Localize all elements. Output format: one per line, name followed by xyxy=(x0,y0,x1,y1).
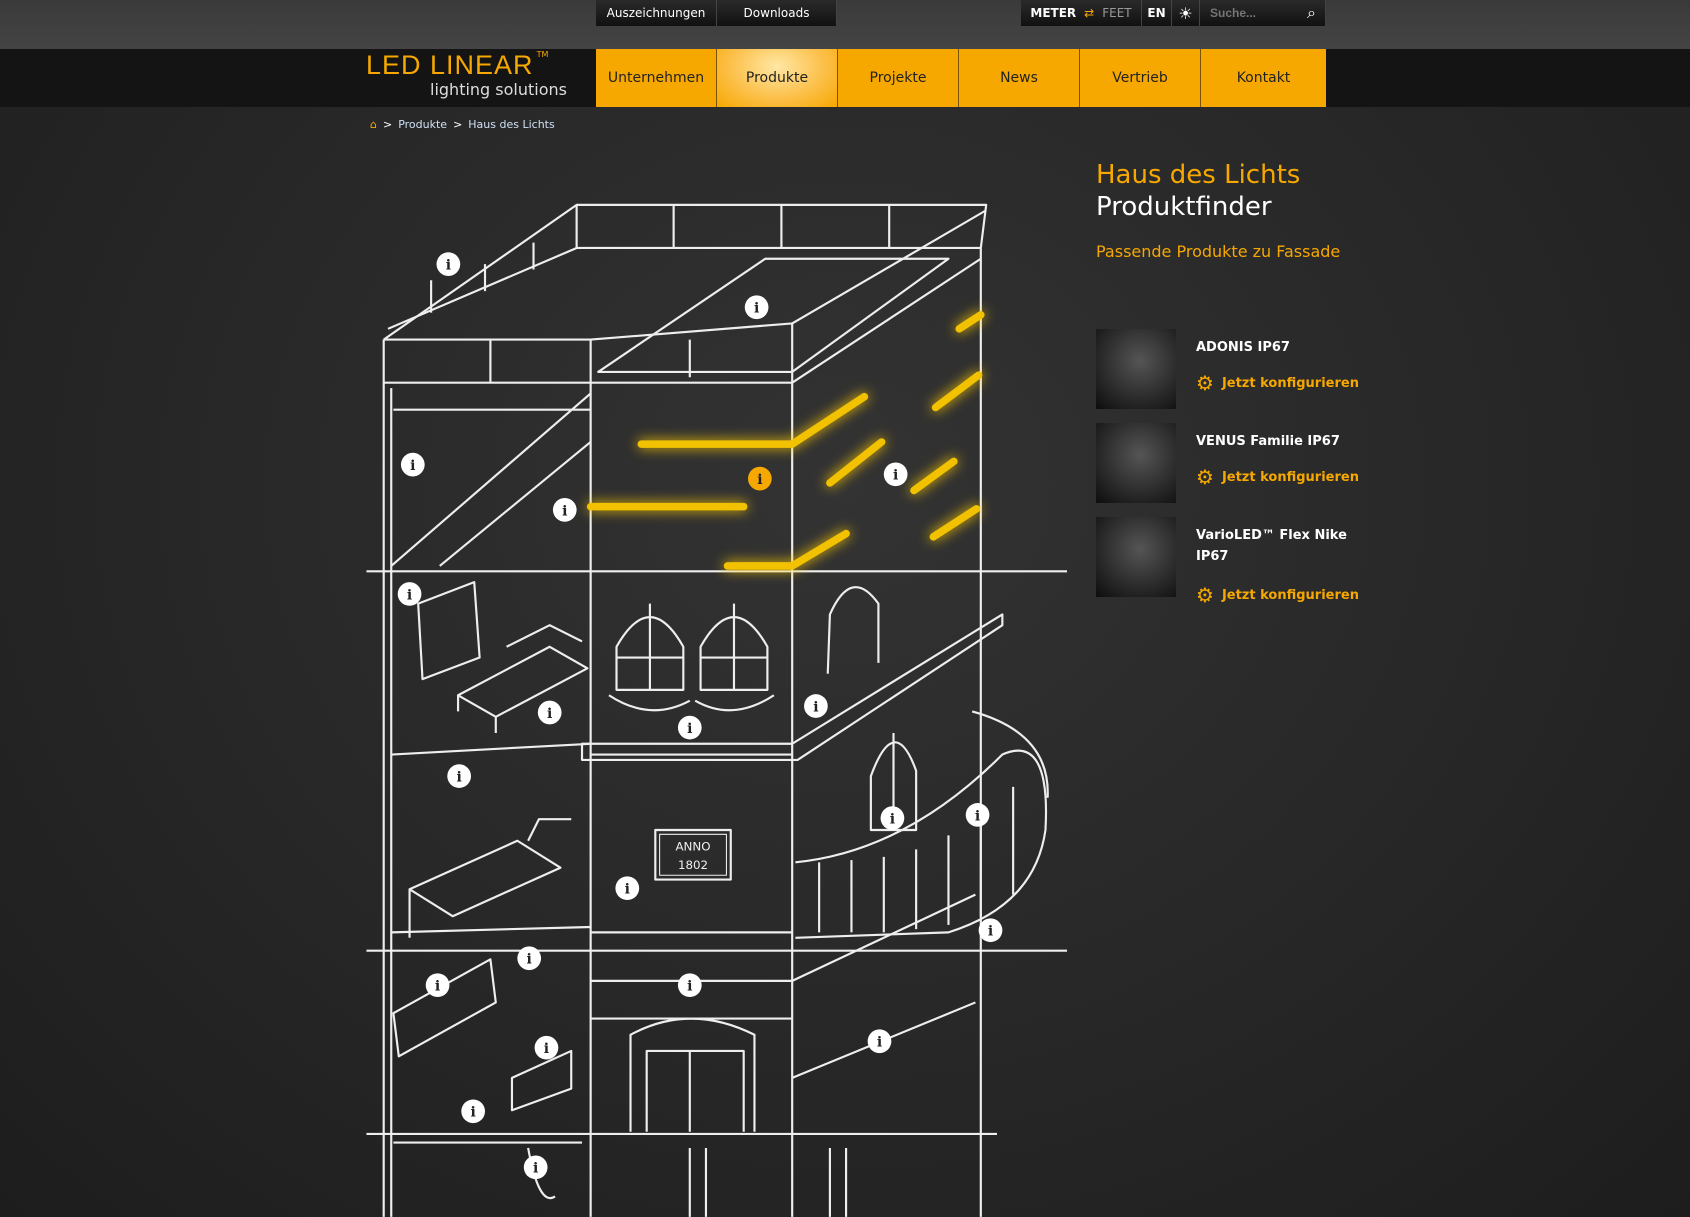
info-hotspot[interactable]: i xyxy=(883,462,908,487)
info-icon: i xyxy=(687,979,692,995)
info-icon: i xyxy=(893,468,898,484)
breadcrumb-produkte[interactable]: Produkte xyxy=(398,118,448,131)
info-hotspot[interactable]: i xyxy=(523,1155,548,1180)
nav-produkte[interactable]: Produkte xyxy=(717,49,838,107)
product-name[interactable]: VENUS Familie IP67 xyxy=(1196,434,1340,449)
logo-tagline: lighting solutions xyxy=(430,80,567,99)
info-icon: i xyxy=(754,301,759,317)
info-icon: i xyxy=(544,1041,549,1057)
configure-label: Jetzt konfigurieren xyxy=(1221,375,1359,391)
configure-link[interactable]: ⚙ Jetzt konfigurieren xyxy=(1196,465,1359,489)
main-nav: Unternehmen Produkte Projekte News Vertr… xyxy=(596,49,1326,107)
info-hotspot[interactable]: i xyxy=(537,700,562,725)
section-heading: Passende Produkte zu Fassade xyxy=(1096,242,1341,261)
configure-link[interactable]: ⚙ Jetzt konfigurieren xyxy=(1196,371,1359,395)
search-icon[interactable]: ⌕ xyxy=(1298,0,1326,26)
info-hotspot[interactable]: i xyxy=(447,764,472,788)
top-bar xyxy=(0,0,1690,49)
home-icon[interactable]: ⌂ xyxy=(370,118,377,131)
swap-arrows-icon: ⇄ xyxy=(1084,6,1095,20)
info-icon: i xyxy=(527,952,532,968)
info-icon: i xyxy=(757,472,762,488)
info-icon: i xyxy=(877,1035,882,1051)
configure-label: Jetzt konfigurieren xyxy=(1221,469,1359,485)
plaque-line1: ANNO xyxy=(675,839,710,853)
awards-link[interactable]: Auszeichnungen xyxy=(596,0,717,26)
info-icon: i xyxy=(547,706,552,722)
info-icon: i xyxy=(456,769,461,785)
product-thumbnail-venus[interactable] xyxy=(1096,423,1176,503)
product-name[interactable]: VarioLED™ Flex Nike IP67 xyxy=(1196,528,1347,564)
product-thumbnail-adonis[interactable] xyxy=(1096,329,1176,409)
nav-projekte[interactable]: Projekte xyxy=(838,49,959,107)
info-icon: i xyxy=(687,721,692,737)
info-hotspot[interactable]: i xyxy=(400,452,425,477)
breadcrumb-current: Haus des Lichts xyxy=(468,118,555,131)
info-icon: i xyxy=(975,808,980,824)
product-name[interactable]: ADONIS IP67 xyxy=(1196,340,1290,355)
info-hotspot[interactable]: i xyxy=(880,806,905,830)
meter-label[interactable]: METER xyxy=(1030,6,1077,20)
logo[interactable]: LED LINEAR TM lighting solutions xyxy=(366,50,586,100)
info-icon: i xyxy=(407,587,412,603)
info-icon: i xyxy=(533,1161,538,1177)
info-icon: i xyxy=(410,458,415,474)
info-hotspot[interactable]: i xyxy=(425,973,450,998)
info-hotspot[interactable]: i xyxy=(534,1035,559,1060)
breadcrumb-separator: > xyxy=(453,118,463,131)
nav-kontakt[interactable]: Kontakt xyxy=(1201,49,1326,107)
info-hotspot[interactable]: i xyxy=(436,252,461,276)
info-icon: i xyxy=(562,503,567,519)
nav-unternehmen[interactable]: Unternehmen xyxy=(596,49,717,107)
logo-wordmark: LED LINEAR TM xyxy=(366,50,586,80)
product-thumbnail-varioled[interactable] xyxy=(1096,517,1176,597)
nav-vertrieb[interactable]: Vertrieb xyxy=(1080,49,1201,107)
info-hotspot[interactable]: i xyxy=(552,498,577,522)
info-icon: i xyxy=(890,812,895,828)
info-hotspot[interactable]: i xyxy=(677,715,702,740)
search-input[interactable] xyxy=(1200,0,1298,26)
breadcrumb: ⌂ > Produkte > Haus des Lichts xyxy=(370,118,555,131)
unit-toggle[interactable]: METER ⇄ FEET xyxy=(1021,0,1142,26)
info-hotspot[interactable]: i xyxy=(867,1029,892,1054)
info-icon: i xyxy=(625,882,630,898)
info-hotspot[interactable]: i xyxy=(677,973,702,998)
configure-label: Jetzt konfigurieren xyxy=(1221,587,1359,603)
breadcrumb-separator: > xyxy=(382,118,393,131)
panel-title: Haus des Lichts xyxy=(1096,160,1301,190)
info-icon: i xyxy=(988,924,993,940)
brightness-icon[interactable]: ☀ xyxy=(1172,0,1200,26)
led-strips xyxy=(586,311,985,570)
panel-subtitle: Produktfinder xyxy=(1096,192,1272,222)
info-hotspot[interactable]: i xyxy=(744,295,769,320)
logo-name: LED LINEAR xyxy=(366,50,534,80)
info-icon: i xyxy=(470,1105,475,1121)
info-hotspot-active[interactable]: i xyxy=(747,466,772,491)
configure-link[interactable]: ⚙ Jetzt konfigurieren xyxy=(1196,583,1359,607)
gear-icon: ⚙ xyxy=(1196,465,1214,489)
gear-icon: ⚙ xyxy=(1196,371,1214,395)
info-hotspot[interactable]: i xyxy=(965,803,990,827)
logo-tm: TM xyxy=(536,50,549,59)
info-hotspot[interactable]: i xyxy=(804,694,828,718)
language-switch[interactable]: EN xyxy=(1142,0,1172,26)
info-icon: i xyxy=(446,258,451,274)
downloads-link[interactable]: Downloads xyxy=(717,0,837,26)
nav-news[interactable]: News xyxy=(959,49,1080,107)
info-hotspot[interactable]: i xyxy=(397,582,422,606)
info-icon: i xyxy=(435,979,440,995)
plaque-line2: 1802 xyxy=(678,858,708,872)
info-hotspot[interactable]: i xyxy=(517,946,542,971)
feet-label[interactable]: FEET xyxy=(1102,6,1132,20)
product-finder-panel: Haus des Lichts Produktfinder Passende P… xyxy=(1096,160,1396,607)
info-hotspot[interactable]: i xyxy=(978,918,1003,943)
gear-icon: ⚙ xyxy=(1196,583,1214,607)
info-hotspot[interactable]: i xyxy=(461,1099,486,1124)
info-icon: i xyxy=(813,699,818,715)
info-hotspot[interactable]: i xyxy=(615,876,640,901)
